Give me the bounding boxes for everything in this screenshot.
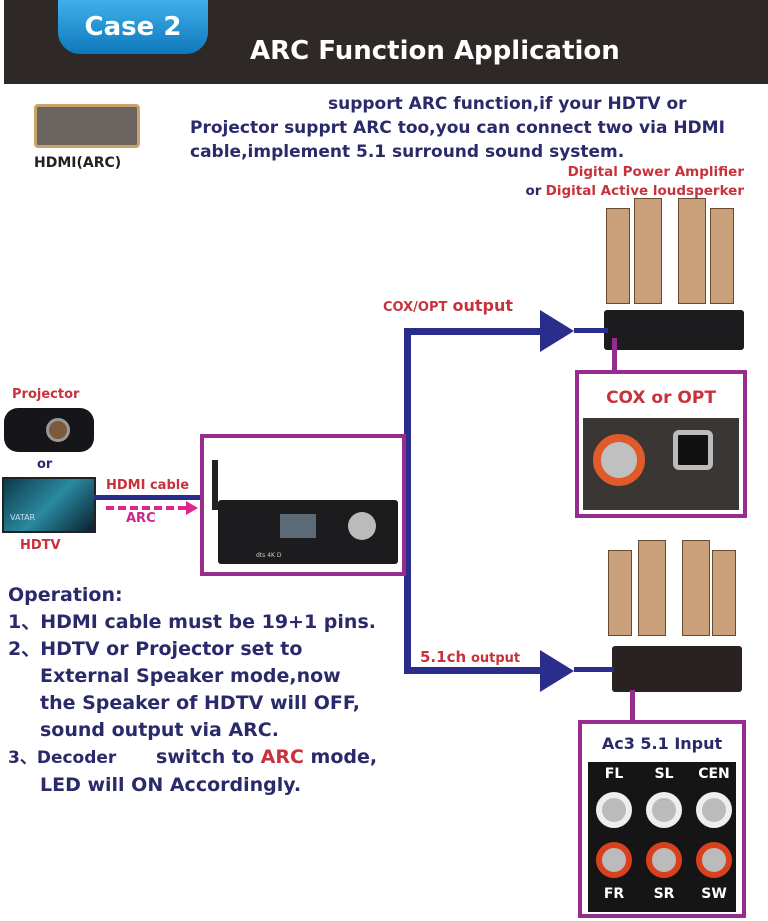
decoder-device: dts 4K D	[218, 500, 398, 564]
arc-label: ARC	[126, 511, 156, 526]
operation-step: the Speaker of HDTV will OFF,	[40, 692, 360, 714]
connector-line	[630, 690, 635, 720]
amplifier-top	[604, 310, 744, 350]
amplifier-line1: Digital Power Amplifier	[567, 164, 744, 180]
operation-step: External Speaker mode,now	[40, 665, 341, 687]
arc-arrow-icon	[186, 501, 198, 515]
arrow-icon	[540, 310, 574, 352]
projector-label: Projector	[12, 387, 80, 402]
hdmi-cable-label: HDMI cable	[106, 478, 190, 493]
channel-label: SL	[654, 766, 674, 782]
cox-opt-box: COX or OPT	[575, 370, 747, 518]
lcd-display	[280, 514, 316, 538]
hdmi-label: HDMI(ARC)	[34, 155, 122, 171]
operation-section: Operation: 1、HDMI cable must be 19+1 pin…	[8, 582, 408, 799]
case-tab: Case 2	[58, 0, 208, 54]
rca-jack-icon	[646, 792, 682, 828]
optical-port-icon	[673, 430, 713, 470]
cox-output-line	[404, 328, 554, 335]
description-line: support ARC function,if your HDTV or	[328, 94, 687, 114]
page-title: ARC Function Application	[250, 36, 620, 66]
connector-line	[612, 338, 617, 372]
volume-knob	[348, 512, 376, 540]
speaker-set-top	[598, 198, 748, 308]
amplifier-caption: Digital Power Amplifier or Digital Activ…	[494, 163, 744, 201]
ac3-input-box: Ac3 5.1 Input FL SL CEN FR SR SW	[578, 720, 746, 918]
channel-label: CEN	[698, 766, 730, 782]
description: support ARC function,if your HDTV or Pro…	[190, 92, 765, 164]
ch51-output-line	[404, 667, 554, 674]
operation-step: 2、HDTV or Projector set to	[8, 638, 303, 660]
channel-label: FR	[603, 886, 625, 902]
output-trunk-line	[404, 330, 411, 674]
amplifier-line2: Digital Active loudsperker	[545, 183, 744, 199]
channel-label: SR	[653, 886, 675, 902]
operation-step: 1、HDMI cable must be 19+1 pins.	[8, 611, 376, 633]
arrow-icon	[540, 650, 574, 692]
cox-output-line	[574, 328, 608, 333]
rca-jack-icon	[696, 792, 732, 828]
decoder-box: dts 4K D	[200, 434, 406, 576]
hdmi-port-icon	[34, 104, 140, 148]
operation-step: LED will ON Accordingly.	[40, 774, 302, 796]
channel-label: FL	[604, 766, 624, 782]
cox-output-label: COX/OPT output	[383, 296, 513, 315]
rca-jack-icon	[596, 842, 632, 878]
ch51-output-label: 5.1ch output	[420, 648, 521, 666]
ac3-panel: FL SL CEN FR SR SW	[588, 762, 736, 912]
channel-label: SW	[701, 886, 727, 902]
projector-image	[4, 408, 94, 452]
ch51-output-line	[574, 667, 614, 672]
rca-jack-icon	[646, 842, 682, 878]
operation-title: Operation:	[8, 584, 123, 606]
rca-jack-icon	[696, 842, 732, 878]
arc-dashed-line	[106, 506, 186, 510]
antenna-icon	[212, 460, 218, 510]
hdtv-label: HDTV	[20, 538, 61, 553]
hdtv-image: VATAR	[2, 477, 96, 533]
or-text: or	[525, 183, 542, 199]
speaker-set-bottom	[598, 540, 748, 640]
ac3-title: Ac3 5.1 Input	[601, 734, 723, 753]
cox-opt-title: COX or OPT	[606, 388, 716, 408]
amplifier-bottom	[612, 646, 742, 692]
coaxial-port-icon	[593, 434, 645, 486]
hdmi-cable-line	[94, 495, 200, 500]
rca-jack-icon	[596, 792, 632, 828]
description-line: Projector supprt ARC too,you can connect…	[190, 118, 725, 138]
tv-screen-text: VATAR	[10, 513, 36, 522]
or-text: or	[37, 457, 53, 472]
description-line: cable,implement 5.1 surround sound syste…	[190, 142, 625, 162]
device-label: dts 4K D	[256, 552, 282, 559]
operation-step: sound output via ARC.	[40, 719, 279, 741]
operation-step-3: 3、Decoder switch to ARC mode,	[8, 746, 378, 768]
